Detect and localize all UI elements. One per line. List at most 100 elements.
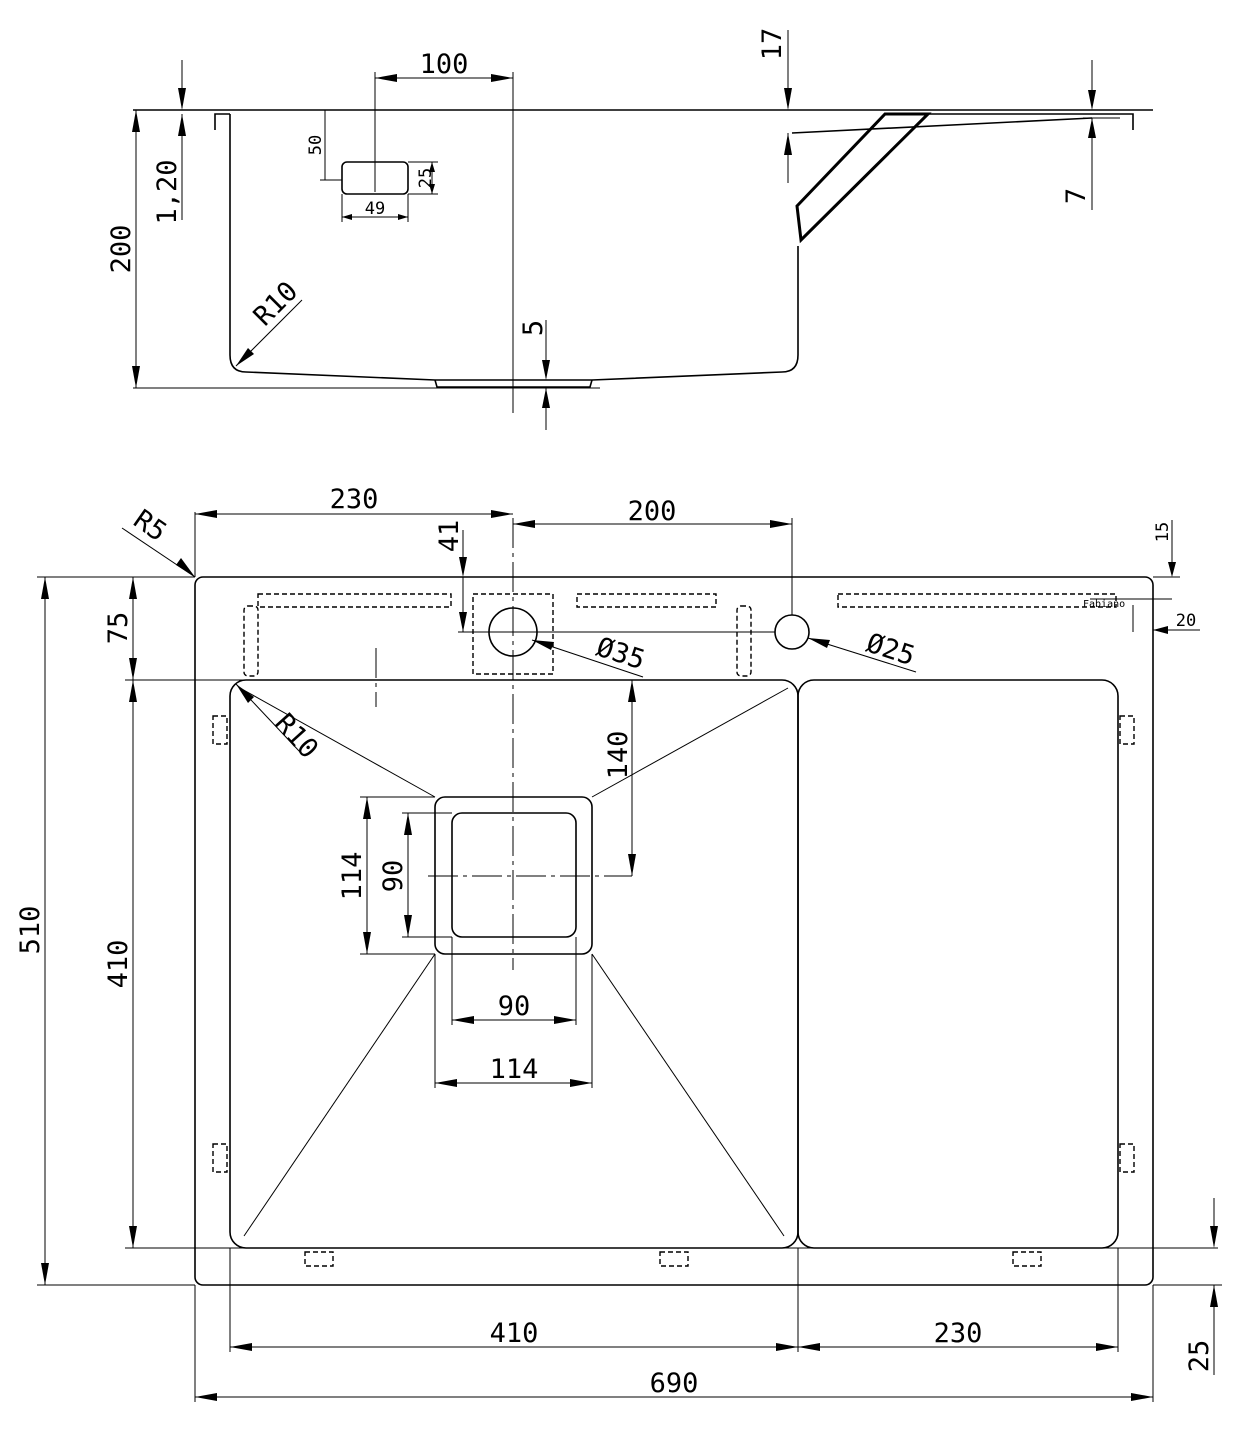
dim-41-label: 41 [434,520,465,553]
arrow [132,110,140,132]
arrow [230,1343,252,1351]
mount-clip [1012,1251,1042,1267]
mount-clip [659,1251,689,1267]
overflow-slot-dashed [576,593,717,608]
dim-25-label: 25 [1184,1340,1215,1373]
arrow [195,1393,217,1401]
drain-inner [451,812,577,938]
arrow [1131,1393,1153,1401]
arrow [770,520,792,528]
tap-hole-25 [774,614,810,650]
r10-side-label: R10 [248,276,304,332]
mount-clip [1119,715,1135,745]
arrow [1153,626,1168,634]
arrow [236,348,254,366]
dim-17-label: 17 [757,28,788,61]
dim-25-label: 25 [416,168,436,188]
sink-outline [194,576,1154,1286]
arrow [41,1263,49,1285]
mount-clip [212,715,228,745]
dim-200-label: 200 [106,225,137,274]
clip-dashed [243,605,259,677]
dim-49-label: 49 [365,199,385,219]
dim-15-label: 15 [1153,522,1173,542]
dim-230-top-label: 230 [330,484,379,515]
arrow [542,360,550,380]
slope-line [591,953,785,1237]
arrow [342,214,352,220]
dim-410-h-label: 410 [490,1318,539,1349]
arrow [452,1016,474,1024]
dim-90-v-label: 90 [378,860,409,893]
dim-50-label: 50 [306,135,326,155]
arrow [1168,562,1176,577]
dim-200-top-label: 200 [628,496,677,527]
arrow [513,520,535,528]
arrow [1210,1285,1218,1307]
arrow [542,388,550,408]
slope-line [591,687,789,798]
brand-label: Fabiano [1083,599,1125,610]
dim-140-label: 140 [603,731,634,780]
arrow [375,74,397,82]
arrow [808,638,830,648]
dim-90-h-label: 90 [498,991,531,1022]
arrow [363,797,371,819]
arrow [195,510,217,518]
left-flange [214,113,230,130]
arrow [363,932,371,954]
d35-label: Ø35 [593,632,649,677]
mount-clip [212,1143,228,1173]
arrow [129,1226,137,1248]
r10-top-label: R10 [268,708,324,765]
arrow [491,510,513,518]
arrow [570,1079,592,1087]
clip-dashed [736,605,752,677]
arrow [236,684,254,703]
dim-510-label: 510 [15,906,46,955]
dim-7-label: 7 [1061,188,1092,204]
arrow [554,1016,576,1024]
dim-114-h-label: 114 [490,1054,539,1085]
arrow [132,366,140,388]
arrow [491,74,513,82]
arrow [178,88,186,110]
overflow-slot-dashed [257,593,452,608]
arrow [532,640,554,650]
mount-clip [1119,1143,1135,1173]
arrow [129,577,137,599]
drainboard-bracket [795,112,932,244]
arrow [776,1343,798,1351]
dim-75-label: 75 [103,612,134,645]
arrow [784,88,792,110]
arrow [798,1343,820,1351]
arrow [1088,90,1096,110]
arrow [1088,118,1096,138]
arrow [1096,1343,1118,1351]
arrow [404,813,412,835]
arrow [404,915,412,937]
arrow [459,557,467,577]
tap-area-dashed [472,593,554,675]
top-view: Fabiano 230 200 R5 41 15 20 [15,484,1222,1402]
drainboard-outline [797,679,1119,1249]
arrow [784,133,792,155]
dim-114-v-label: 114 [337,852,368,901]
mount-clip [304,1251,334,1267]
slope-line [243,953,436,1237]
arrow [628,854,636,876]
dim-120-label: 1,20 [152,159,183,224]
dim-100-label: 100 [420,49,469,80]
arrow [41,577,49,599]
arrow [1210,1226,1218,1248]
side-view: 100 17 50 25 49 1,20 [106,28,1153,430]
arrow [398,214,408,220]
arrow [129,658,137,680]
arrow [429,162,435,172]
dim-230-bottom-label: 230 [934,1318,983,1349]
arrow [176,558,195,577]
drainboard-slope [791,117,1093,134]
arrow [429,184,435,194]
right-flange [1118,113,1134,130]
d25-label: Ø25 [863,628,919,673]
